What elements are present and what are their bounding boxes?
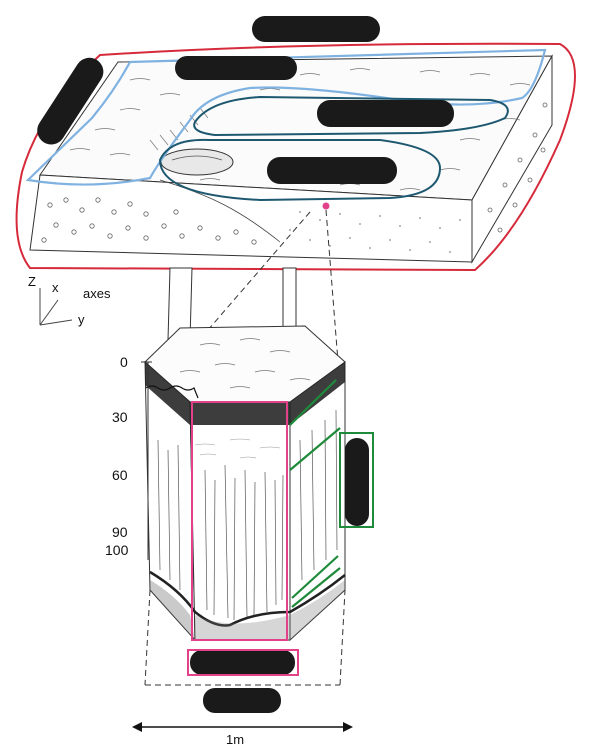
redaction-upper-region-label (317, 100, 454, 127)
axis-z-label: Z (28, 274, 36, 289)
axis-y-label: y (78, 312, 85, 327)
redaction-left-label (37, 57, 104, 145)
profile-location-marker (322, 202, 330, 210)
axis-x-label: x (52, 280, 59, 295)
front-face-fine-dots (289, 211, 461, 253)
depth-0-label: 0 (120, 354, 128, 370)
redactions (37, 16, 454, 713)
horizon-label-box (339, 432, 374, 528)
profile-face-outline (191, 401, 288, 641)
redaction-bottom-label (203, 688, 281, 713)
profile-label-box (187, 649, 299, 676)
soil-profile (144, 325, 374, 642)
surface-texture (69, 68, 531, 191)
axes-glyph: Z x y axes (28, 274, 111, 327)
redaction-profile-label (190, 650, 295, 675)
horizon-indicator-lines (289, 379, 341, 608)
organic-horizon (145, 362, 345, 425)
landscape-outline (15, 42, 576, 272)
ground-surface-outline (25, 48, 547, 186)
depth-100-label: 100 (105, 542, 129, 558)
side-face-stones (487, 102, 548, 233)
redaction-horizon-label (345, 438, 369, 526)
redaction-surface-label (175, 56, 297, 80)
depth-60-label: 60 (112, 467, 128, 483)
surface-pond (160, 148, 234, 176)
depth-scale: 0 30 60 90 100 (105, 354, 152, 560)
lower-region-outline (158, 138, 442, 202)
lower-horizon-boundary (149, 570, 346, 627)
redaction-top-title (252, 16, 380, 42)
front-face-stones (41, 197, 257, 245)
redaction-lower-region-label (267, 157, 397, 184)
depth-30-label: 30 (112, 409, 128, 425)
front-face-boundary (159, 179, 281, 243)
scale-bar-label: 1m (226, 732, 244, 747)
depth-90-label: 90 (112, 524, 128, 540)
landscape-block (15, 42, 576, 272)
axes-caption: axes (83, 286, 111, 301)
scale-bar: 1m (132, 722, 353, 747)
upper-region-outline (193, 95, 509, 137)
root-streaks (157, 409, 338, 621)
